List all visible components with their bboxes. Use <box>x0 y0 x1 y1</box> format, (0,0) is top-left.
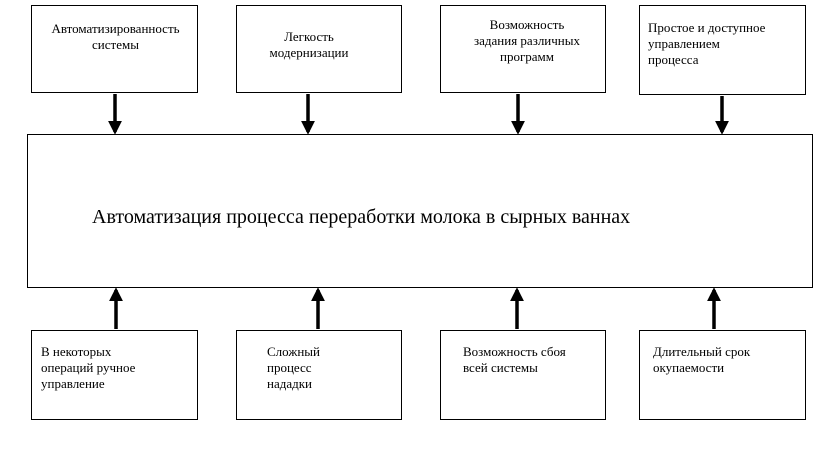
top-box-3: Возможность задания различных программ <box>440 5 606 93</box>
top-box-1-label: Автоматизированность системы <box>51 21 180 52</box>
bottom-box-3: Возможность сбоя всей системы <box>440 330 606 420</box>
top-box-2-label: Легкость модернизации <box>269 29 349 60</box>
top-box-1: Автоматизированность системы <box>31 5 198 93</box>
bottom-box-1: В некоторых операций ручное управление <box>31 330 198 420</box>
bottom-box-4-label: Длительный срок окупаемости <box>653 344 751 375</box>
central-box: Автоматизация процесса переработки молок… <box>27 134 813 288</box>
bottom-box-2-label: Сложный процесс нададки <box>267 344 320 391</box>
bottom-box-3-label: Возможность сбоя всей системы <box>463 344 566 375</box>
top-box-3-label: Возможность задания различных программ <box>473 17 580 64</box>
bottom-box-4: Длительный срок окупаемости <box>639 330 806 420</box>
central-box-label: Автоматизация процесса переработки молок… <box>92 206 631 228</box>
bottom-box-1-label: В некоторых операций ручное управление <box>41 344 136 391</box>
top-box-4: Простое и доступное управлением процесса <box>639 5 806 95</box>
bottom-box-2: Сложный процесс нададки <box>236 330 402 420</box>
top-box-4-label: Простое и доступное управлением процесса <box>648 20 766 67</box>
top-box-2: Легкость модернизации <box>236 5 402 93</box>
